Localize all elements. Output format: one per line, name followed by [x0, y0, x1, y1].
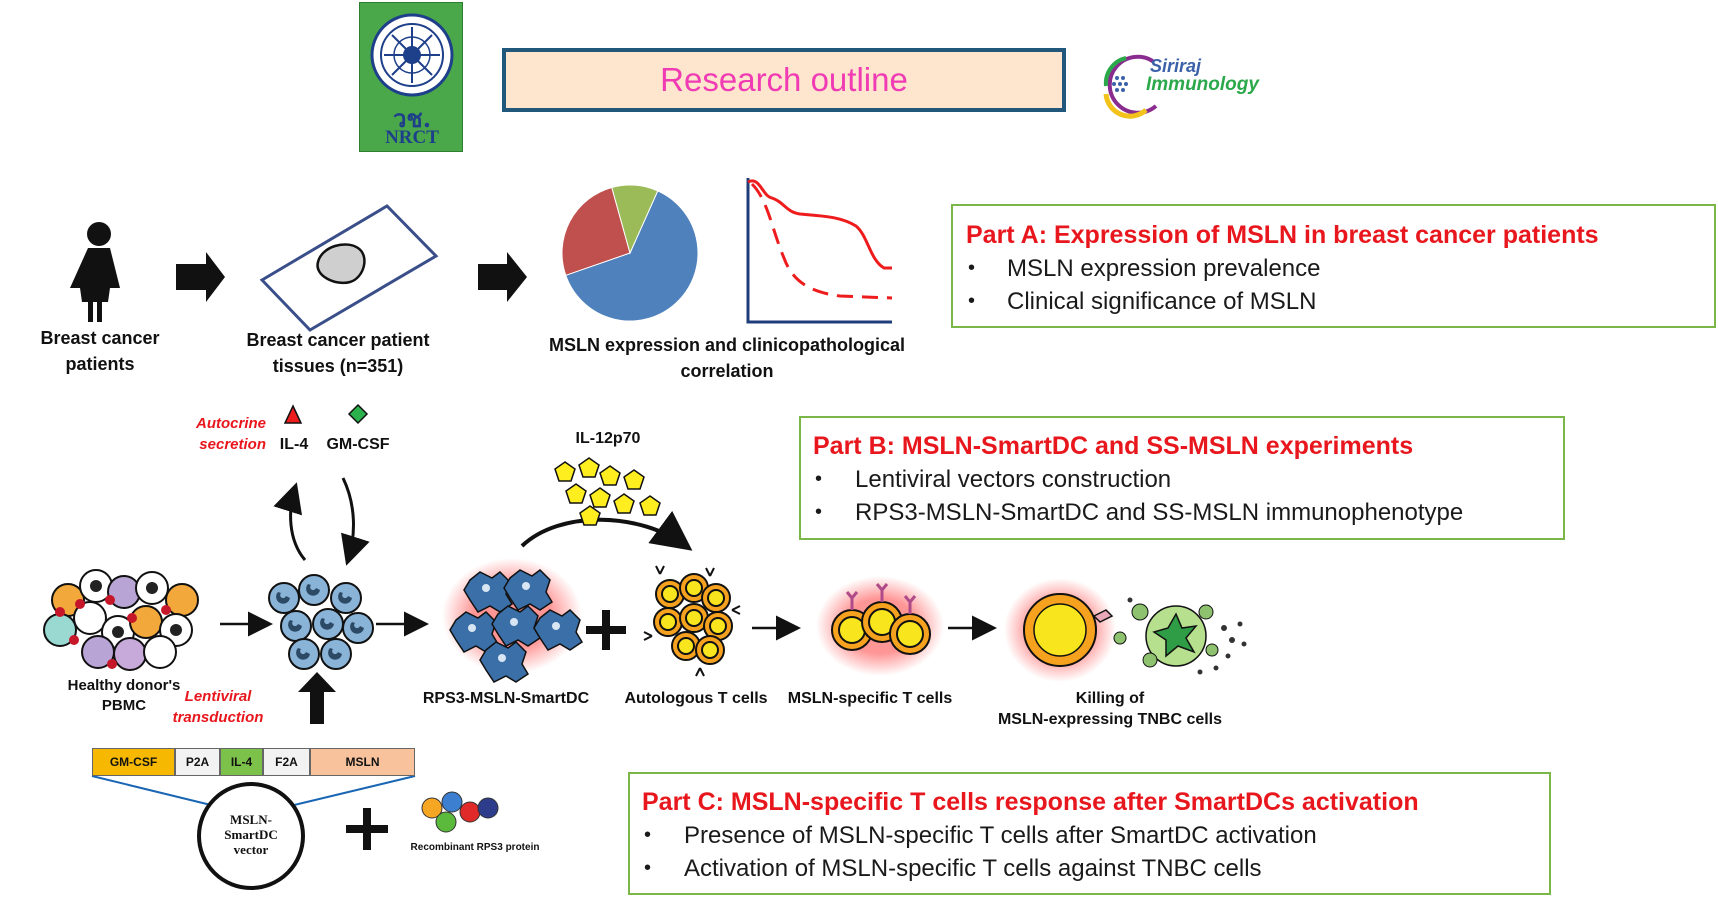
siriraj-logo: Siriraj Immunology [1096, 50, 1276, 120]
plus-icon [346, 808, 388, 850]
part-b-item: •RPS3-MSLN-SmartDC and SS-MSLN immunophe… [815, 499, 1464, 526]
part-b-item: •Lentiviral vectors construction [815, 466, 1172, 493]
gmcsf-label: GM-CSF [326, 436, 390, 453]
patient-icon [70, 222, 120, 322]
vector-connector [289, 775, 416, 807]
pie-slice [565, 190, 699, 322]
part-c-item: •Activation of MSLN-specific T cells aga… [644, 855, 1262, 882]
page-title: Research outline [660, 61, 908, 98]
il4-triangle-icon [283, 404, 303, 424]
nrct-text: NRCT [385, 127, 439, 148]
msln-t-label: MSLN-specific T cells [787, 690, 953, 707]
vector-segment-f2a: F2A [263, 748, 310, 776]
pie-slice [561, 186, 631, 276]
survival-curve-icon [746, 178, 893, 324]
title-box: Research outline [502, 48, 1066, 112]
il12-pentagons-icon [554, 457, 661, 526]
uptake-arrow [341, 477, 370, 566]
rps3-protein-icon [421, 791, 499, 833]
smartdc-cells-icon [442, 558, 584, 683]
vector-segment-il4: IL-4 [220, 748, 263, 776]
tissue-slide-icon [259, 204, 439, 332]
part-c-item: •Presence of MSLN-specific T cells after… [644, 822, 1317, 849]
gmcsf-diamond-icon [347, 403, 369, 425]
rps3-label: Recombinant RPS3 protein [410, 842, 540, 853]
monocytes-icon [268, 574, 374, 670]
pbmc-cells-icon [43, 569, 199, 671]
pie-slice [611, 184, 659, 255]
transduction-arrow-icon [298, 672, 336, 724]
nrct-emblem-icon [370, 13, 454, 97]
killing-tnbc-icon [1004, 578, 1247, 682]
msln-specific-t-cells-icon [816, 576, 944, 676]
part-a-item: •MSLN expression prevalence [968, 255, 1321, 282]
fat-arrow-icon [176, 252, 225, 302]
il12-arrow [520, 510, 693, 551]
vector-connector [91, 775, 216, 807]
nrct-thai-text: วช. [392, 104, 432, 133]
vector-segment-msln: MSLN [310, 748, 415, 776]
fat-arrow-icon [478, 252, 527, 302]
siriraj-swirl-icon [1103, 54, 1158, 119]
siriraj-text: Siriraj [1150, 56, 1202, 76]
immunology-text: Immunology [1146, 74, 1259, 95]
part-a-item: •Clinical significance of MSLN [968, 288, 1317, 315]
secretion-arrow [273, 482, 307, 561]
autologous-t-label: Autologous T cells [624, 690, 768, 707]
part-a-title: Part A: Expression of MSLN in breast can… [966, 221, 1599, 249]
autologous-t-cells-icon [643, 565, 741, 677]
part-b-box: Part B: MSLN-SmartDC and SS-MSLN experim… [799, 416, 1565, 540]
il12-label: IL-12p70 [575, 430, 641, 447]
vector-segment-p2a: P2A [175, 748, 220, 776]
part-c-box: Part C: MSLN-specific T cells response a… [628, 772, 1551, 895]
plus-icon [586, 610, 626, 650]
vector-segment-gmcsf: GM-CSF [92, 748, 175, 776]
vector-circle [197, 782, 305, 890]
part-b-title: Part B: MSLN-SmartDC and SS-MSLN experim… [813, 432, 1414, 460]
part-c-title: Part C: MSLN-specific T cells response a… [642, 788, 1419, 816]
pie-chart [561, 184, 699, 322]
part-a-box: Part A: Expression of MSLN in breast can… [951, 204, 1716, 328]
smartdc-label: RPS3-MSLN-SmartDC [422, 690, 590, 707]
il4-label: IL-4 [279, 436, 309, 453]
nrct-logo: วช. NRCT [359, 2, 463, 152]
